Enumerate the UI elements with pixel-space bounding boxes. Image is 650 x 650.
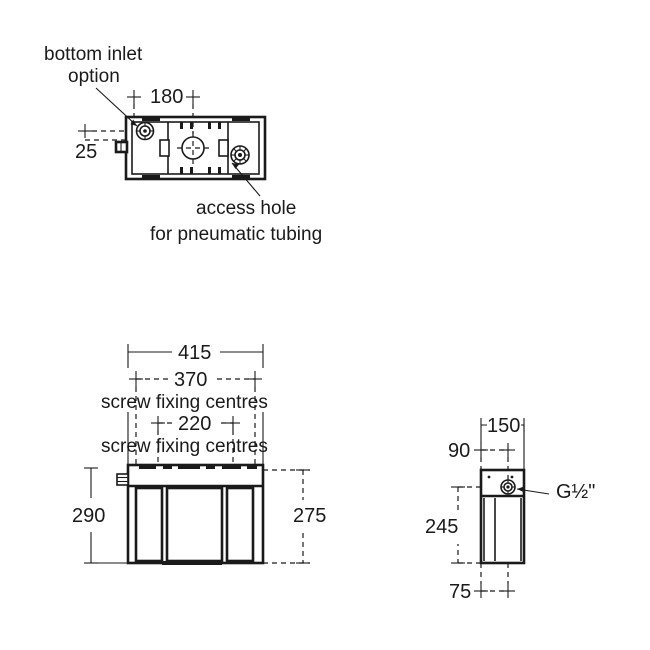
dim-label-25: 25 bbox=[75, 141, 98, 163]
side-view-dot-left bbox=[487, 475, 491, 479]
caption-screw-fixing-2: screw fixing centres bbox=[101, 436, 268, 457]
side-view-dot-right bbox=[510, 475, 514, 479]
leader-bottom-inlet bbox=[95, 87, 138, 127]
top-view-tab-left bbox=[159, 139, 170, 157]
caption-screw-fixing-1: screw fixing centres bbox=[101, 392, 268, 413]
top-view-pad-bottom-right bbox=[232, 175, 250, 178]
top-view-access-hole-boss bbox=[230, 145, 250, 165]
dim-label-290: 290 bbox=[72, 505, 106, 527]
front-view-top-detail bbox=[139, 466, 257, 469]
top-view-bottom-inlet-boss bbox=[135, 121, 155, 141]
top-view-group bbox=[78, 87, 267, 197]
dim-275-group bbox=[263, 469, 315, 564]
top-view-tab-right bbox=[218, 139, 229, 157]
top-view-centre-crosshair bbox=[177, 132, 209, 164]
dim-label-150: 150 bbox=[487, 415, 521, 437]
front-view-foot-pad bbox=[162, 561, 222, 565]
leader-g-half bbox=[516, 486, 550, 495]
dim-label-370: 370 bbox=[174, 369, 208, 391]
top-view-ribs-lower bbox=[180, 167, 221, 174]
dim-415-group bbox=[127, 343, 264, 368]
dim-150-group bbox=[480, 416, 525, 470]
dim-label-90: 90 bbox=[448, 440, 471, 462]
dim-label-415: 415 bbox=[178, 342, 212, 364]
leader-access-hole bbox=[231, 162, 261, 197]
label-bottom-inlet-line2: option bbox=[68, 66, 120, 87]
side-view-inlet-boss bbox=[500, 479, 516, 495]
front-view-compartment-right bbox=[225, 486, 255, 563]
side-view-group bbox=[448, 416, 550, 598]
dim-370-group bbox=[129, 370, 262, 465]
top-view-pad-top-left bbox=[142, 118, 160, 121]
dim-label-220: 220 bbox=[178, 413, 212, 435]
top-view-inner-wall bbox=[131, 121, 260, 175]
dim-label-75: 75 bbox=[449, 581, 472, 603]
front-view-left-nipple bbox=[116, 473, 129, 486]
front-view-group bbox=[82, 343, 315, 565]
dim-label-180: 180 bbox=[150, 86, 184, 108]
dim-180-group bbox=[127, 90, 200, 134]
top-view-pad-bottom-left bbox=[142, 175, 160, 178]
front-view-outer-body bbox=[126, 463, 265, 565]
top-view-ribs-upper bbox=[180, 122, 221, 129]
front-view-compartment-left bbox=[134, 486, 164, 563]
dim-label-275: 275 bbox=[293, 505, 327, 527]
dim-290-group bbox=[82, 467, 128, 564]
dim-75-group bbox=[474, 563, 515, 598]
dim-label-245: 245 bbox=[425, 516, 459, 538]
dim-220-group bbox=[127, 412, 264, 465]
label-access-hole-line1: access hole bbox=[196, 198, 297, 219]
label-access-hole-line2: for pneumatic tubing bbox=[150, 224, 323, 245]
dim-245-group bbox=[448, 486, 481, 564]
dim-90-group bbox=[474, 443, 515, 480]
dim-25-group bbox=[78, 124, 126, 141]
label-bottom-inlet-line1: bottom inlet bbox=[44, 44, 143, 65]
top-view-pad-top-right bbox=[232, 118, 250, 121]
label-g-half-inch: G½" bbox=[556, 481, 596, 503]
